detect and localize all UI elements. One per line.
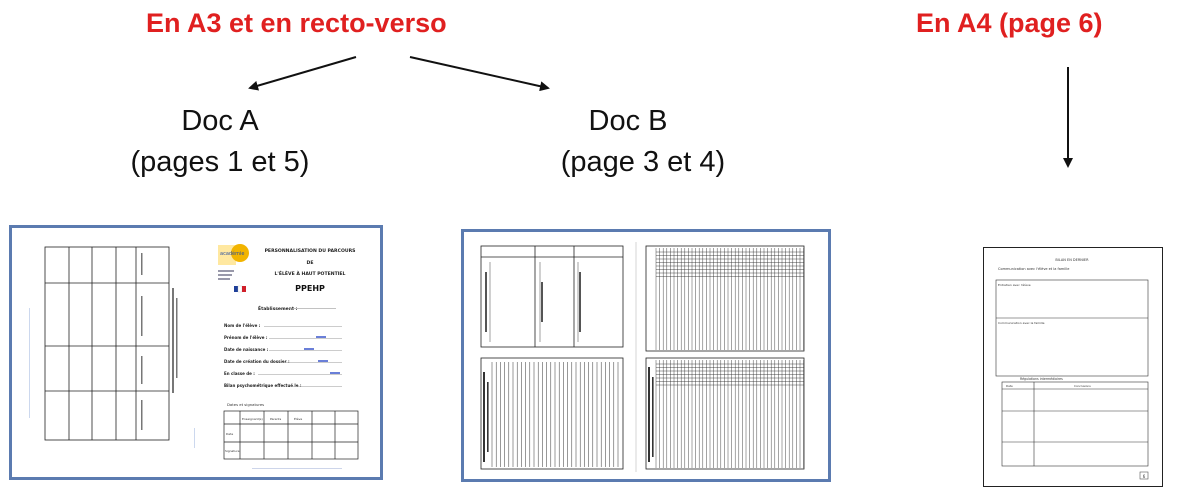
a4-line2-text: Régulations intermédiaires xyxy=(1020,377,1063,381)
doc-a-pages: (pages 1 et 5) xyxy=(130,146,310,178)
doc-a-name: Doc A xyxy=(181,105,259,137)
doc-a-field-3: Date de naissance : xyxy=(224,347,269,352)
doc-a-etab-text: Établissement : xyxy=(258,304,298,312)
a4-page-number: 6 xyxy=(1143,474,1146,479)
a4-thumbnail: BILAN EN DERNIER Communication avec l'él… xyxy=(983,247,1163,487)
doc-a-field-4: Date de création du dossier : xyxy=(224,359,290,364)
a4-heading-text: BILAN EN DERNIER xyxy=(1055,258,1089,262)
doc-a-field-5: En classe de : xyxy=(224,371,255,376)
doc-a-field-1: Nom de l'élève : xyxy=(224,323,261,328)
doc-a-subtitle-text: L'ÉLÈVE À HAUT POTENTIEL xyxy=(274,269,345,277)
doc-b-thumbnail xyxy=(461,229,831,482)
a4-title: En A4 (page 6) xyxy=(916,8,1103,38)
doc-a-thumbnail: académie PERSONNALISATION DU PARCOURS DE… xyxy=(9,225,383,480)
doc-a-preview: académie PERSONNALISATION DU PARCOURS DE… xyxy=(29,244,359,469)
a4-box2-text: Communication avec la famille xyxy=(998,321,1045,325)
a4-col2-text: Conclusions xyxy=(1074,384,1091,388)
doc-a-field-2: Prénom de l'élève : xyxy=(224,335,268,340)
doc-b-name: Doc B xyxy=(588,105,668,137)
doc-b-pages: (page 3 et 4) xyxy=(560,146,726,178)
doc-a-col-2: Parents xyxy=(270,417,282,421)
doc-a-row-1: Date xyxy=(226,432,233,436)
doc-a-row-2: Signature xyxy=(225,449,240,453)
doc-a-field-6: Bilan psychométrique effectué le : xyxy=(224,383,302,388)
doc-b-label: Doc B (page 3 et 4) xyxy=(538,101,748,183)
arrow-to-doc-a xyxy=(248,56,357,91)
a3-title: En A3 et en recto-verso xyxy=(146,8,447,38)
doc-a-col-3: Élève xyxy=(294,416,302,421)
arrow-to-doc-b xyxy=(409,56,550,92)
doc-a-acronym-text: PPEHP xyxy=(295,284,325,293)
doc-a-de-text: DE xyxy=(307,260,314,266)
a4-col1-text: Date xyxy=(1006,384,1013,388)
doc-a-col-1: Enseignant(s) xyxy=(242,417,263,421)
doc-a-title-text: PERSONNALISATION DU PARCOURS xyxy=(265,248,356,254)
doc-a-dates-text: Dates et signatures xyxy=(227,402,264,407)
doc-a-label: Doc A (pages 1 et 5) xyxy=(115,101,325,183)
a4-box1-text: Entretien avec l'élève xyxy=(998,283,1031,287)
a4-preview: BILAN EN DERNIER Communication avec l'él… xyxy=(995,258,1149,480)
svg-text:académie: académie xyxy=(220,250,244,257)
doc-b-preview xyxy=(480,242,805,472)
a4-line1-text: Communication avec l'élève et la famille xyxy=(998,267,1069,271)
